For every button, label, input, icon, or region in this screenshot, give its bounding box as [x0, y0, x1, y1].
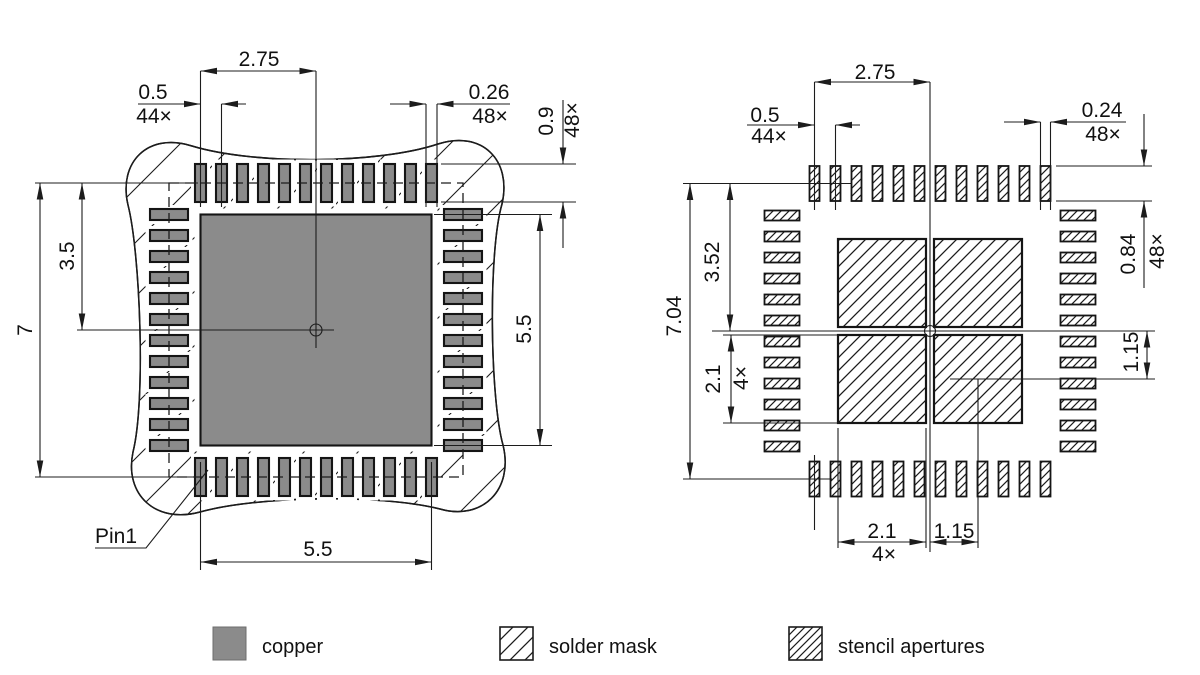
- stencil-aperture: [976, 460, 989, 498]
- dim-thermal-width: 5.5: [303, 538, 332, 561]
- stencil-aperture: [976, 165, 989, 202]
- stencil-aperture: [763, 335, 801, 348]
- legend-label-solder-mask: solder mask: [549, 636, 658, 658]
- stencil-aperture: [1059, 398, 1097, 411]
- stencil-aperture: [997, 165, 1010, 202]
- stencil-aperture: [763, 251, 801, 264]
- stencil-aperture: [1059, 251, 1097, 264]
- stencil-aperture: [1059, 209, 1097, 222]
- stencil-aperture: [1059, 230, 1097, 243]
- stencil-aperture: [763, 209, 801, 222]
- stencil-aperture: [871, 460, 884, 498]
- extension-lines: [683, 82, 1155, 548]
- stencil-aperture: [763, 230, 801, 243]
- stencil-aperture: [1039, 460, 1052, 498]
- dimension-lines: [686, 78, 1151, 546]
- dimension-lines: [36, 67, 567, 566]
- stencil-aperture: [850, 460, 863, 498]
- left-view: 2.75 0.5 44× 0.26 48× 0.9 48× 3.5 7 5.5 …: [14, 48, 584, 570]
- dim-aperture-width-count: 48×: [1085, 123, 1121, 146]
- stencil-aperture: [1059, 440, 1097, 453]
- stencil-aperture: [763, 356, 801, 369]
- dim-pitch-count: 44×: [751, 125, 787, 148]
- stencil-aperture: [1018, 165, 1031, 202]
- stencil-aperture: [763, 419, 801, 432]
- stencil-aperture: [934, 460, 947, 498]
- dim-pitch: 0.5: [138, 81, 167, 104]
- dim-row-span: 7: [14, 324, 37, 336]
- dim-pad-width: 0.26: [469, 81, 510, 104]
- stencil-apertures-swatch: [788, 626, 823, 661]
- dim-paste-square-bottom: 2.1: [867, 520, 896, 543]
- pin1-label: Pin1: [95, 525, 137, 548]
- dim-paste-square: 2.1: [702, 364, 725, 393]
- paste-square: [932, 237, 1024, 329]
- stencil-aperture: [913, 460, 926, 498]
- dim-thermal-height: 5.5: [513, 314, 536, 343]
- stencil-aperture: [1059, 293, 1097, 306]
- dim-aperture-height: 0.84: [1117, 233, 1140, 274]
- dim-pitch: 0.5: [750, 104, 779, 127]
- paste-square: [836, 237, 928, 329]
- stencil-aperture: [763, 293, 801, 306]
- stencil-aperture: [763, 272, 801, 285]
- dim-half-span: 2.75: [855, 61, 896, 84]
- dim-paste-square-count: 4×: [730, 366, 753, 390]
- origin-marker: [923, 324, 937, 338]
- stencil-aperture: [1059, 419, 1097, 432]
- legend-label-copper: copper: [262, 636, 323, 658]
- stencil-aperture: [1059, 377, 1097, 390]
- dim-pad-width-count: 48×: [472, 105, 508, 128]
- stencil-aperture: [934, 165, 947, 202]
- stencil-aperture: [850, 165, 863, 202]
- stencil-aperture: [1018, 460, 1031, 498]
- dim-row-to-center: 3.52: [701, 242, 724, 283]
- stencil-apertures: [763, 165, 1097, 498]
- stencil-aperture: [892, 165, 905, 202]
- stencil-aperture: [955, 460, 968, 498]
- right-view: 2.75 0.5 44× 0.24 48× 0.84 48× 3.52 7.04…: [663, 61, 1169, 566]
- solder-mask-swatch: [499, 626, 534, 661]
- stencil-aperture: [1059, 335, 1097, 348]
- stencil-aperture: [1059, 272, 1097, 285]
- dim-aperture-width: 0.24: [1082, 99, 1123, 122]
- stencil-aperture: [892, 460, 905, 498]
- dim-row-span: 7.04: [663, 295, 686, 336]
- extension-lines: [35, 71, 576, 570]
- copper-swatch: [212, 626, 247, 661]
- stencil-aperture: [871, 165, 884, 202]
- dim-half-span: 2.75: [239, 48, 280, 71]
- stencil-aperture: [763, 440, 801, 453]
- dim-row-to-center: 3.5: [56, 241, 79, 270]
- stencil-aperture: [1059, 314, 1097, 327]
- dim-pitch-count: 44×: [136, 105, 172, 128]
- legend: copper solder mask stencil apertures: [212, 626, 985, 661]
- stencil-aperture: [1039, 165, 1052, 202]
- stencil-aperture: [1059, 356, 1097, 369]
- stencil-aperture: [997, 460, 1010, 498]
- stencil-aperture: [955, 165, 968, 202]
- dim-paste-offset-bottom: 1.15: [934, 520, 975, 543]
- dim-aperture-height-count: 48×: [1146, 233, 1169, 269]
- pin1-leader: [95, 469, 209, 549]
- dim-pad-height: 0.9: [535, 106, 558, 135]
- stencil-aperture: [913, 165, 926, 202]
- stencil-aperture: [763, 314, 801, 327]
- legend-label-stencil-apertures: stencil apertures: [838, 636, 985, 658]
- origin-marker: [309, 323, 323, 337]
- stencil-aperture: [763, 377, 801, 390]
- dim-paste-square-bottom-count: 4×: [872, 543, 896, 566]
- stencil-aperture: [763, 398, 801, 411]
- dim-paste-offset: 1.15: [1120, 332, 1143, 373]
- paste-square: [836, 333, 928, 425]
- dim-pad-height-count: 48×: [561, 102, 584, 138]
